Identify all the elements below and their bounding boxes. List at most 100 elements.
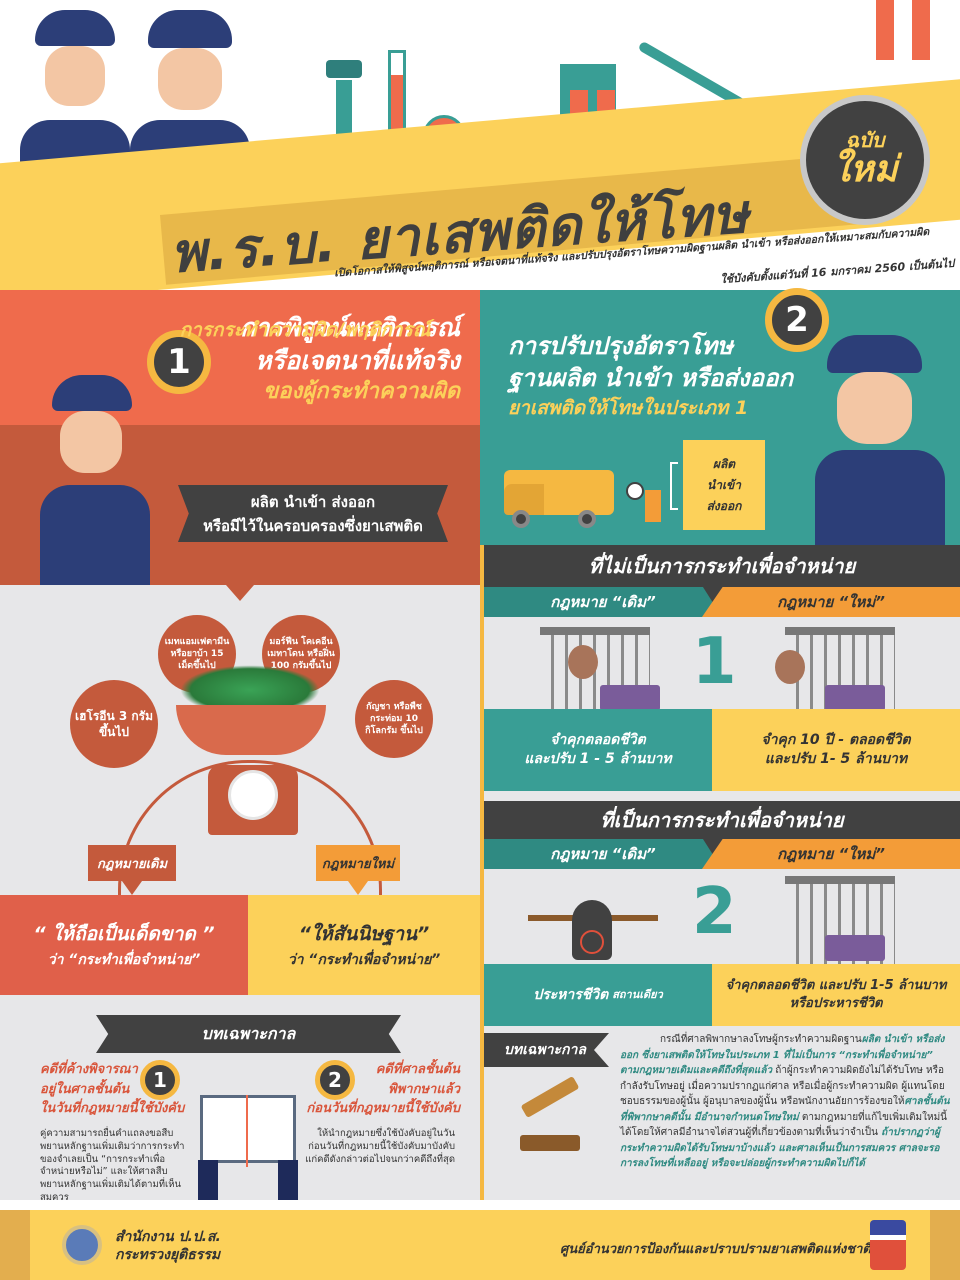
money-stack-icon	[600, 685, 660, 711]
for-sale-new-penalty-line2: หรือประหารชีวิต	[789, 996, 883, 1011]
not-for-sale-old-penalty-line2: และปรับ 1 - 5 ล้านบาท	[524, 751, 672, 767]
section-2-column: 2 การปรับปรุงอัตราโทษ ฐานผลิต นำเข้า หรื…	[480, 288, 960, 1200]
section-1-title-line2: หรือเจตนาที่แท้จริง	[255, 345, 460, 375]
not-for-sale-old-penalty: จำคุกตลอดชีวิต และปรับ 1 - 5 ล้านบาท	[484, 709, 712, 791]
old-law-sub: ว่า “กระทำเพื่อจำหน่าย”	[47, 952, 201, 968]
book-bookmark	[246, 1095, 248, 1167]
footer-org-left: สำนักงาน ป.ป.ส. กระทรวงยุติธรรม	[115, 1228, 221, 1264]
not-for-sale-new-law-label: กฎหมาย “ใหม่”	[702, 587, 960, 617]
new-edition-badge: ฉบับ ใหม่	[800, 95, 930, 225]
offense-line2: หรือมีไว้ในครอบครองซึ่งยาเสพติด	[203, 516, 423, 535]
old-law-panel: “ ให้ถือเป็นเด็ดขาด ” ว่า “กระทำเพื่อจำห…	[0, 895, 248, 995]
female-officer-pointing-illustration	[815, 330, 945, 545]
truck-wheel	[578, 510, 596, 528]
offense-title: การกระทำความผิด/พฤติการณ์	[179, 319, 431, 341]
section-2-number-pin: 2	[765, 288, 829, 352]
not-for-sale-new-penalty: จำคุก 10 ปี - ตลอดชีวิต และปรับ 1- 5 ล้า…	[712, 709, 960, 791]
for-sale-old-penalty-line1: ประหารชีวิต	[533, 986, 609, 1003]
prisoner-icon	[568, 645, 598, 679]
transitional-right-body: กรณีที่ศาลพิพากษาลงโทษผู้กระทำความผิดฐาน…	[620, 1032, 950, 1172]
offense-ribbon: ผลิต นำเข้า ส่งออก หรือมีไว้ในครอบครองซึ…	[178, 485, 448, 542]
section-2-title-line1: การปรับปรุงอัตราโทษ	[508, 332, 733, 360]
new-law-quote: “ให้สันนิษฐาน”	[298, 923, 430, 945]
case-1-title-line2: อยู่ในศาลชั้นต้น	[40, 1081, 130, 1097]
transitional-left-ribbon: บทเฉพาะกาล	[96, 1015, 401, 1053]
case-2-body: ให้นำกฎหมายซึ่งใช้บังคับอยู่ในวันก่อนวัน…	[305, 1128, 455, 1165]
act-produce: ผลิต	[712, 456, 736, 471]
subtitle-line2: ใช้บังคับตั้งแต่วันที่ 16 มกราคม 2560 เป…	[719, 256, 955, 287]
section-1-title-line3: ของผู้กระทำความผิด	[263, 379, 460, 404]
for-sale-new-penalty-line1: จำคุกตลอดชีวิต และปรับ 1-5 ล้านบาท	[725, 978, 947, 994]
footer-org-right: ศูนย์อำนวยการป้องกันและปราบปรามยาเสพติดแ…	[560, 1242, 871, 1257]
spacer	[484, 791, 960, 801]
for-sale-heading: ที่เป็นการกระทำเพื่อจำหน่าย	[484, 801, 960, 839]
footer-org-left-line2: กระทรวงยุติธรรม	[115, 1247, 221, 1264]
case-2-title-line3: ก่อนวันที่กฎหมายนี้ใช้บังคับ	[306, 1101, 460, 1116]
act-export: ส่งออก	[706, 498, 742, 513]
section-2-title-line3: ยาเสพติดให้โทษในประเภท 1	[508, 396, 749, 419]
drug-heroin-bubble: เฮโรอีน 3 กรัมขึ้นไป	[70, 680, 158, 768]
hand-left-icon	[198, 1160, 218, 1200]
transitional-p1-highlight: ผลิต นำเข้า หรือส่งออก ซึ่งยาเสพติดให้โท…	[620, 1034, 945, 1076]
badge-line1: ฉบับ	[845, 128, 885, 153]
section-1-number-pin: 1	[147, 330, 211, 394]
case-1-title-line1: คดีที่ค้างพิจารณา	[40, 1062, 138, 1077]
case-2-title: คดีที่ศาลชั้นต้น พิพากษาแล้ว ก่อนวันที่ก…	[300, 1060, 460, 1119]
section-1-title: การพิสูจน์พฤติการณ์ หรือเจตนาที่แท้จริง …	[200, 312, 460, 408]
scale-dial	[228, 770, 278, 820]
not-for-sale-number: 1	[692, 625, 737, 699]
section-2-title: การปรับปรุงอัตราโทษ ฐานผลิต นำเข้า หรือส…	[508, 330, 828, 421]
old-law-tag-pointer	[122, 881, 142, 895]
for-sale-number: 2	[692, 875, 737, 949]
transitional-p2-highlight: ศาลชั้นต้นที่พิพากษาคดีนั้น มีอำนาจกำหนด…	[620, 1096, 950, 1123]
case-1-number-pin: 1	[140, 1060, 180, 1100]
drug-cannabis-bubble: กัญชา หรือพืชกระท่อม 10 กิโลกรัม ขึ้นไป	[355, 680, 433, 758]
old-law-quote: “ ให้ถือเป็นเด็ดขาด ”	[33, 923, 215, 945]
for-sale-old-penalty-suffix: สถานเดียว	[612, 987, 663, 1001]
not-for-sale-old-law-label: กฎหมาย “เดิม”	[484, 587, 722, 617]
not-for-sale-new-penalty-line2: และปรับ 1- 5 ล้านบาท	[764, 751, 908, 767]
new-law-tag: กฎหมายใหม่	[316, 845, 400, 881]
column-divider	[480, 290, 484, 1200]
scale-bowl	[176, 705, 326, 755]
boxes-icon	[645, 490, 661, 522]
arrow-down-icon	[226, 585, 254, 601]
section-1-column: 1 การพิสูจน์พฤติการณ์ หรือเจตนาที่แท้จริ…	[0, 290, 480, 1203]
new-law-sub: ว่า “กระทำเพื่อจำหน่าย”	[287, 952, 441, 968]
footer-corner-left	[0, 1210, 30, 1280]
footer-corner-right	[930, 1210, 960, 1280]
header-banner: พ.ร.บ. ยาเสพติดให้โทษ เปิดโอกาสให้พิสูจน…	[0, 0, 960, 290]
not-for-sale-new-penalty-line1: จำคุก 10 ปี - ตลอดชีวิต	[761, 732, 911, 749]
truck-wheel	[512, 510, 530, 528]
for-sale-old-law-label: กฎหมาย “เดิม”	[484, 839, 722, 869]
case-1-title: คดีที่ค้างพิจารณา อยู่ในศาลชั้นต้น ในวัน…	[40, 1060, 200, 1119]
footer-org-left-line1: สำนักงาน ป.ป.ส.	[115, 1229, 221, 1245]
crosshair-target-icon	[580, 930, 604, 954]
not-for-sale-heading: ที่ไม่เป็นการกระทำเพื่อจำหน่าย	[484, 545, 960, 587]
hand-right-icon	[278, 1160, 298, 1200]
case-1-body: คู่ความสามารถยื่นคำแถลงขอสืบพยานหลักฐานเ…	[40, 1128, 185, 1204]
acts-box: ผลิต นำเข้า ส่งออก	[683, 440, 765, 530]
footer: สำนักงาน ป.ป.ส. กระทรวงยุติธรรม ศูนย์อำน…	[0, 1210, 960, 1280]
transitional-p3: ตามกฎหมายที่แก้ไขเพิ่มเติมใหม่นี้ได้โดยใ…	[620, 1111, 948, 1139]
case-2-title-line2: พิพากษาแล้ว	[388, 1081, 460, 1097]
section-1-title-line1: การพิสูจน์พฤติการณ์	[240, 313, 460, 342]
bracket-icon	[670, 462, 678, 510]
case-2-title-line1: คดีที่ศาลชั้นต้น	[375, 1062, 460, 1077]
new-law-panel: “ให้สันนิษฐาน” ว่า “กระทำเพื่อจำหน่าย”	[248, 895, 480, 995]
case-1-title-line3: ในวันที่กฎหมายนี้ใช้บังคับ	[40, 1101, 185, 1116]
transitional-right-ribbon: บทเฉพาะกาล	[484, 1033, 609, 1067]
gavel-block-icon	[520, 1135, 580, 1151]
officer-pointing-illustration	[40, 375, 150, 585]
for-sale-old-penalty: ประหารชีวิต สถานเดียว	[484, 964, 712, 1026]
act-import: นำเข้า	[707, 477, 741, 492]
case-2-number-pin: 2	[315, 1060, 355, 1100]
prisoner-icon	[775, 650, 805, 684]
truck-cab	[504, 484, 544, 515]
transitional-p2: ถ้าผู้กระทำความผิดยังไม่ได้รับโทษ หรือกำ…	[620, 1065, 945, 1107]
section-2-title-line2: ฐานผลิต นำเข้า หรือส่งออก	[508, 364, 794, 393]
money-stack-icon	[825, 685, 885, 711]
not-for-sale-old-penalty-line1: จำคุกตลอดชีวิต	[550, 732, 646, 749]
for-sale-new-penalty: จำคุกตลอดชีวิต และปรับ 1-5 ล้านบาท หรือป…	[712, 964, 960, 1026]
badge-line2: ใหม่	[832, 149, 898, 191]
